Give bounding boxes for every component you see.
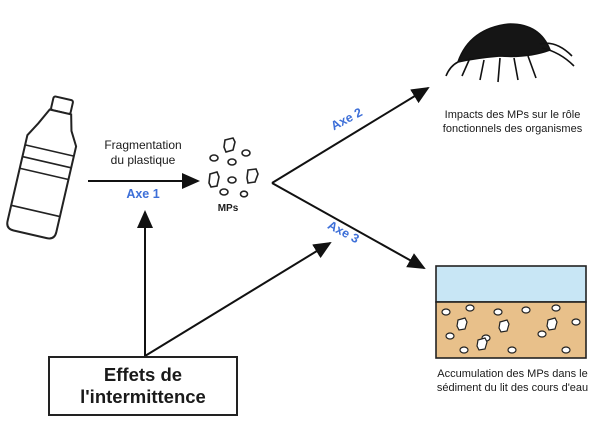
axe3-arrow-from-box: [144, 241, 332, 357]
axe2-arrow: [271, 86, 430, 184]
microplastics-icon: [208, 137, 259, 198]
plastic-bottle-icon: [6, 95, 78, 240]
intermittence-effects-box: Effets de l'intermittence: [48, 356, 238, 416]
sediment-icon: [435, 265, 587, 359]
mps-label: MPs: [217, 203, 239, 214]
accumulation-label: Accumulation des MPs dans le sédiment du…: [436, 368, 589, 395]
amphipod-icon: [445, 23, 575, 83]
fragmentation-text: Fragmentation du plastique: [104, 138, 182, 167]
axe1-label: Axe 1: [126, 187, 160, 201]
axe3-arrow-to-sediment: [271, 182, 426, 269]
impacts-label: Impacts des MPs sur le rôle fonctionnels…: [442, 109, 583, 136]
fragmentation-label: Fragmentation du plastique: [88, 138, 198, 168]
intermittence-effects-label: Effets de l'intermittence: [80, 363, 206, 407]
